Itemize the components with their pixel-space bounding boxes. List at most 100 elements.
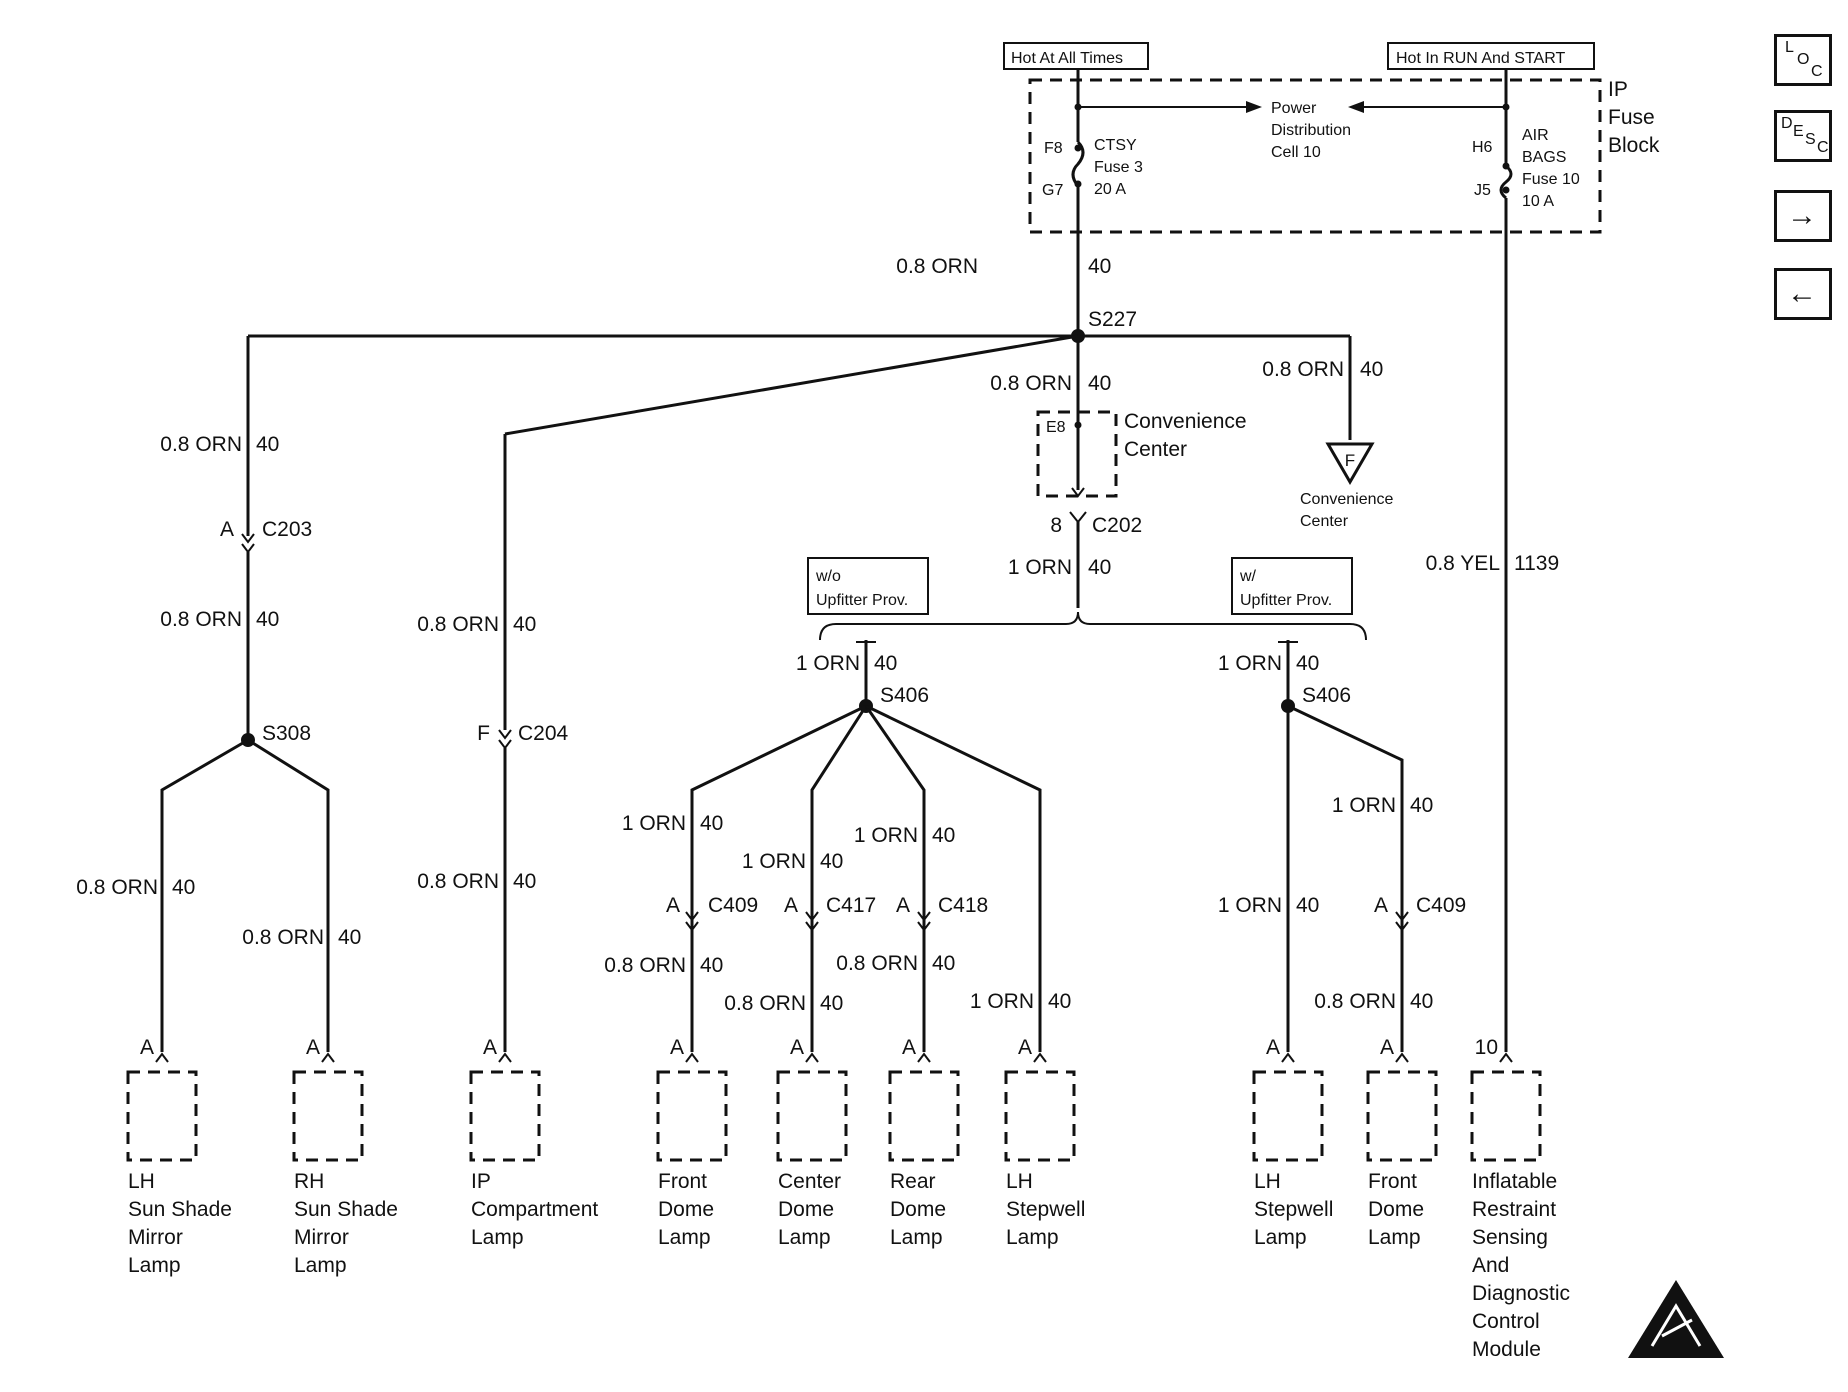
component-box [1366, 1070, 1438, 1162]
component-box [656, 1070, 728, 1162]
component-label-line: Front [658, 1170, 707, 1193]
connector-f-triangle [1325, 442, 1375, 485]
wire-rh-sun-size: 0.8 ORN [242, 926, 324, 949]
wire-cd1-size: 1 ORN [742, 850, 806, 873]
option-w-upfitter: w/ Upfitter Prov. [1231, 557, 1353, 615]
svg-text:Hot At All Times: Hot At All Times [1011, 50, 1123, 67]
wire-fd3-circuit: 40 [1410, 794, 1433, 817]
hot-at-all-times-label: Hot At All Times [1003, 42, 1149, 70]
wire-s406a-circuit: 40 [874, 652, 897, 675]
wire-f-size: 0.8 ORN [1262, 358, 1344, 381]
wire-left2-circuit: 40 [256, 608, 279, 631]
c202-label: C202 [1092, 514, 1142, 537]
wire-c202-size: 1 ORN [1008, 556, 1072, 579]
component-pin: A [140, 1036, 154, 1059]
wire-ip-size: 0.8 ORN [417, 613, 499, 636]
component-label-line: Dome [658, 1198, 714, 1221]
wire-yel-circuit: 1139 [1514, 552, 1559, 575]
component-label-line: RH [294, 1170, 324, 1193]
component-label-line: Stepwell [1006, 1198, 1085, 1221]
hot-in-run-start-label: Hot In RUN And START [1387, 42, 1595, 70]
component-label-line: Lamp [1368, 1226, 1421, 1249]
component-pin: 10 [1475, 1036, 1498, 1059]
wire-rh-sun-circuit: 40 [338, 926, 361, 949]
wire-fd2-size: 0.8 ORN [604, 954, 686, 977]
j5-terminal: J5 [1474, 182, 1491, 199]
component-pin: A [1018, 1036, 1032, 1059]
component-label-line: IP [471, 1170, 491, 1193]
component-label-line: Sensing [1472, 1226, 1548, 1249]
c417-pin: A [784, 894, 798, 917]
convenience-center-small-1: Convenience [1300, 491, 1394, 508]
c202-pin: 8 [1050, 514, 1062, 537]
wire-lhs-size: 1 ORN [970, 990, 1034, 1013]
previous-button[interactable]: ← [1774, 268, 1832, 320]
wire-rd2-size: 0.8 ORN [836, 952, 918, 975]
component-label-line: And [1472, 1254, 1509, 1277]
component-label-line: Restraint [1472, 1198, 1556, 1221]
wire-lh-sun-size: 0.8 ORN [76, 876, 158, 899]
wire-rd1-circuit: 40 [932, 824, 955, 847]
wire-lhs2-size: 1 ORN [1218, 894, 1282, 917]
wire-lhs-circuit: 40 [1048, 990, 1071, 1013]
component-label-line: Rear [890, 1170, 936, 1193]
e8-terminal: E8 [1046, 419, 1066, 436]
component-label-line: Mirror [128, 1226, 183, 1249]
component-label-line: Diagnostic [1472, 1282, 1570, 1305]
left-arrow-icon: ← [1787, 277, 1817, 310]
component-box [126, 1070, 198, 1162]
c204-label: C204 [518, 722, 569, 745]
component-pin: A [670, 1036, 684, 1059]
svg-text:Hot In RUN And START: Hot In RUN And START [1396, 50, 1565, 67]
component-pin: A [306, 1036, 320, 1059]
wire-c202-circuit: 40 [1088, 556, 1111, 579]
splice-s406-a-label: S406 [880, 684, 929, 707]
location-button[interactable]: L O C [1774, 34, 1832, 86]
description-button[interactable]: D E S C [1774, 110, 1832, 162]
component-label-line: Compartment [471, 1198, 598, 1221]
c409a-label: C409 [708, 894, 758, 917]
component-pin: A [483, 1036, 497, 1059]
ip-fuse-block-label-3: Block [1608, 134, 1660, 157]
wire-cc-size: 0.8 ORN [990, 372, 1072, 395]
c417-label: C417 [826, 894, 876, 917]
component-box [292, 1070, 364, 1162]
component-box [776, 1070, 848, 1162]
next-button[interactable]: → [1774, 190, 1832, 242]
component-pin: A [902, 1036, 916, 1059]
pdc-line-3: Cell 10 [1271, 144, 1321, 161]
component-label-line: Lamp [658, 1226, 711, 1249]
c203-label: C203 [262, 518, 312, 541]
wire-s406b-circuit: 40 [1296, 652, 1319, 675]
c418-label: C418 [938, 894, 988, 917]
component-label-line: Dome [890, 1198, 946, 1221]
component-label-line: LH [1006, 1170, 1033, 1193]
component-label-line: Sun Shade [128, 1198, 232, 1221]
c409b-pin: A [1374, 894, 1388, 917]
wire-fd4-circuit: 40 [1410, 990, 1433, 1013]
wire-main-circuit: 40 [1088, 255, 1111, 278]
component-label-line: Lamp [471, 1226, 524, 1249]
component-label-line: Lamp [1006, 1226, 1059, 1249]
component-pin: A [1380, 1036, 1394, 1059]
component-label-line: Dome [778, 1198, 834, 1221]
wire-cd2-size: 0.8 ORN [724, 992, 806, 1015]
splice-s308-label: S308 [262, 722, 311, 745]
component-label-line: Mirror [294, 1226, 349, 1249]
wire-fd1-circuit: 40 [700, 812, 723, 835]
right-arrow-icon: → [1787, 199, 1817, 232]
wire-lhs2-circuit: 40 [1296, 894, 1319, 917]
wire-fd2-circuit: 40 [700, 954, 723, 977]
wire-ip-circuit: 40 [513, 613, 536, 636]
g7-terminal: G7 [1042, 182, 1063, 199]
ctsy-fuse-line-1: CTSY [1094, 137, 1137, 154]
component-label-line: Lamp [890, 1226, 943, 1249]
wire-fd3-size: 1 ORN [1332, 794, 1396, 817]
wire-cd1-circuit: 40 [820, 850, 843, 873]
wire-fd4-size: 0.8 ORN [1314, 990, 1396, 1013]
